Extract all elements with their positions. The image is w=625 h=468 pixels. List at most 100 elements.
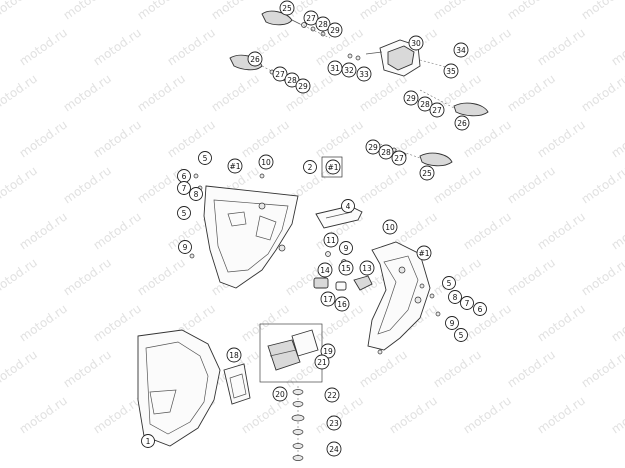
watermark-text: motod.ru	[461, 393, 514, 436]
callout-circle	[356, 66, 372, 82]
callout-label: 5	[459, 331, 464, 340]
callout-circle	[334, 296, 350, 312]
callout-circle	[177, 181, 191, 195]
callout-c26a: 26	[247, 51, 263, 67]
callout-circle	[227, 158, 243, 174]
electronics-box	[259, 323, 323, 383]
callout-circle	[365, 139, 381, 155]
callout-c25a: 25	[279, 0, 295, 16]
callout-label: 16	[337, 300, 347, 309]
watermark-text: motod.ru	[609, 117, 625, 160]
callout-circle	[303, 10, 319, 26]
watermark-text: motod.ru	[17, 209, 70, 252]
callout-label: 27	[394, 154, 404, 163]
callout-circle	[442, 276, 456, 290]
tail-light-assembly	[347, 39, 451, 77]
callout-circle	[338, 260, 354, 276]
callout-label: 34	[456, 46, 466, 55]
callout-circle	[382, 219, 398, 235]
callout-label: 29	[330, 26, 340, 35]
watermark-text: motod.ru	[0, 0, 40, 22]
callout-label: #1	[229, 162, 240, 171]
watermark-text: motod.ru	[91, 209, 144, 252]
watermark-text: motod.ru	[609, 209, 625, 252]
watermark-text: motod.ru	[17, 117, 70, 160]
callout-label: 27	[432, 106, 442, 115]
callout-label: 5	[447, 279, 452, 288]
watermark-text: motod.ru	[61, 0, 114, 22]
watermark-text: motod.ru	[209, 71, 262, 114]
callout-label: 4	[346, 202, 351, 211]
watermark-text: motod.ru	[579, 0, 625, 22]
watermark-text: motod.ru	[313, 393, 366, 436]
callout-label: 9	[344, 244, 349, 253]
watermark-text: motod.ru	[461, 209, 514, 252]
callout-circle	[141, 434, 155, 448]
callout-c7a: 7	[177, 181, 191, 195]
watermark-text: motod.ru	[609, 393, 625, 436]
callout-c1d: 1	[141, 434, 155, 448]
small-hardware	[189, 173, 441, 355]
callout-label: 25	[282, 4, 292, 13]
watermark-text: motod.ru	[17, 25, 70, 68]
callout-circle	[258, 154, 274, 170]
watermark-text: motod.ru	[535, 117, 588, 160]
callout-c15: 15	[338, 260, 354, 276]
callout-label: 29	[368, 143, 378, 152]
watermark-text: motod.ru	[91, 25, 144, 68]
callout-circle	[391, 150, 407, 166]
callout-circle	[189, 187, 203, 201]
callout-circle	[324, 387, 340, 403]
callout-c5c: 5	[442, 276, 456, 290]
watermark-text: motod.ru	[91, 117, 144, 160]
callout-c8a: 8	[189, 187, 203, 201]
callout-c32: 32	[341, 62, 357, 78]
callout-c25b: 25	[419, 165, 435, 181]
callout-label: 6	[182, 172, 187, 181]
watermark-text: motod.ru	[579, 255, 625, 298]
callout-label: 28	[381, 148, 391, 157]
callout-label: 28	[420, 100, 430, 109]
callout-circle	[445, 316, 459, 330]
control-module	[223, 363, 251, 405]
callout-circle	[454, 115, 470, 131]
callout-c9c: 9	[445, 316, 459, 330]
callout-c24: 24	[326, 441, 342, 457]
callout-label: 15	[341, 264, 351, 273]
watermark-text: motod.ru	[0, 255, 40, 298]
callout-circle	[429, 102, 445, 118]
callout-c34: 34	[453, 42, 469, 58]
callout-c6b: 6	[473, 302, 487, 316]
callout-c33: 33	[356, 66, 372, 82]
callout-c29d: 29	[365, 139, 381, 155]
callout-label: 7	[182, 184, 187, 193]
callout-circle	[320, 291, 336, 307]
callout-circle	[272, 386, 288, 402]
callout-label: 18	[229, 351, 239, 360]
callout-c1b: #1	[325, 159, 341, 175]
callout-c28d: 28	[378, 144, 394, 160]
callout-label: 1	[146, 437, 151, 446]
callout-label: 30	[411, 39, 421, 48]
callout-label: 10	[385, 223, 395, 232]
callout-c18: 18	[226, 347, 242, 363]
watermark-text: motod.ru	[61, 255, 114, 298]
callout-c17: 17	[320, 291, 336, 307]
fastener-stack	[291, 386, 305, 462]
callout-circle	[247, 51, 263, 67]
callout-c10a: 10	[258, 154, 274, 170]
watermark-text: motod.ru	[609, 301, 625, 344]
callout-label: 29	[406, 94, 416, 103]
callout-c11: 11	[323, 232, 339, 248]
callout-circle	[314, 354, 330, 370]
callout-circle	[417, 96, 433, 112]
watermark-text: motod.ru	[431, 0, 484, 22]
watermark-text: motod.ru	[0, 163, 40, 206]
watermark-text: motod.ru	[535, 209, 588, 252]
callout-label: 32	[344, 66, 354, 75]
callout-c9b: 9	[339, 241, 353, 255]
watermark-text: motod.ru	[61, 163, 114, 206]
callout-circle	[226, 347, 242, 363]
